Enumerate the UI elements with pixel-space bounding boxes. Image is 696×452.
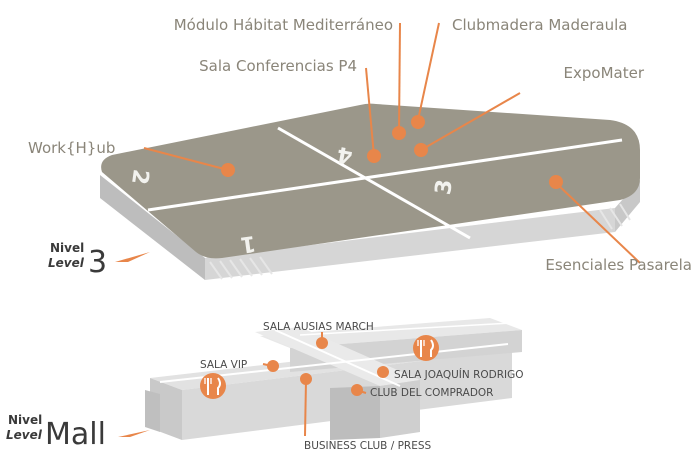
- marker-vip[interactable]: [267, 360, 279, 372]
- label-modulo-habitat: Módulo Hábitat Mediterráneo: [174, 16, 393, 34]
- marker-joaquin[interactable]: [377, 366, 389, 378]
- marker-workhub[interactable]: [221, 163, 235, 177]
- level3-pointer: [115, 252, 150, 262]
- label-sala-conferencias: Sala Conferencias P4: [199, 57, 357, 75]
- mall-pointer: [118, 430, 150, 437]
- restaurant-icon[interactable]: [200, 373, 226, 399]
- level3-markers: [143, 22, 641, 264]
- label-esenciales: Esenciales Pasarela: [545, 256, 692, 274]
- platform-corner-stripes: [209, 203, 631, 280]
- marker-modulo[interactable]: [392, 126, 406, 140]
- zone-number-1: 1: [239, 230, 258, 257]
- marker-sala-conferencias[interactable]: [367, 149, 381, 163]
- mall-markers: [262, 332, 389, 437]
- nivel-label: Nivel: [50, 241, 84, 255]
- level3-indicator: Nivel Level 3: [48, 241, 150, 280]
- label-clubmadera: Clubmadera Maderaula: [452, 16, 627, 34]
- level3-platform: 1 2 3 4: [100, 103, 641, 280]
- marker-esenciales[interactable]: [549, 175, 563, 189]
- label-club-del-comprador: CLUB DEL COMPRADOR: [370, 387, 493, 399]
- restaurant-icon[interactable]: [413, 335, 439, 361]
- label-sala-ausias-march: SALA AUSIAS MARCH: [263, 321, 374, 333]
- label-sala-joaquin-rodrigo: SALA JOAQUÍN RODRIGO: [394, 368, 524, 381]
- platform-side-front: [205, 208, 615, 280]
- level-name: Mall: [45, 417, 106, 452]
- marker-comprador[interactable]: [351, 384, 363, 396]
- mall-level-indicator: Nivel Level Mall: [6, 413, 150, 452]
- level-label: Level: [48, 256, 85, 270]
- label-sala-vip: SALA VIP: [200, 359, 247, 371]
- marker-ausias[interactable]: [316, 337, 328, 349]
- zone-number-2: 2: [126, 168, 153, 187]
- mall-structure: [145, 318, 522, 440]
- label-expomater: ExpoMater: [564, 64, 645, 82]
- nivel-label: Nivel: [8, 413, 42, 427]
- divider-cross: [277, 126, 471, 240]
- zone-number-3: 3: [431, 178, 458, 197]
- marker-expomater[interactable]: [414, 143, 428, 157]
- level-label: Level: [6, 428, 43, 442]
- divider-front: [147, 138, 623, 212]
- label-business-club-press: BUSINESS CLUB / PRESS: [304, 440, 431, 452]
- level-number: 3: [88, 245, 107, 280]
- platform-side-left: [100, 175, 205, 280]
- zone-number-4: 4: [335, 141, 354, 168]
- marker-clubmadera[interactable]: [411, 115, 425, 129]
- label-workhub: Work{H}ub: [28, 139, 115, 157]
- marker-business[interactable]: [300, 373, 312, 385]
